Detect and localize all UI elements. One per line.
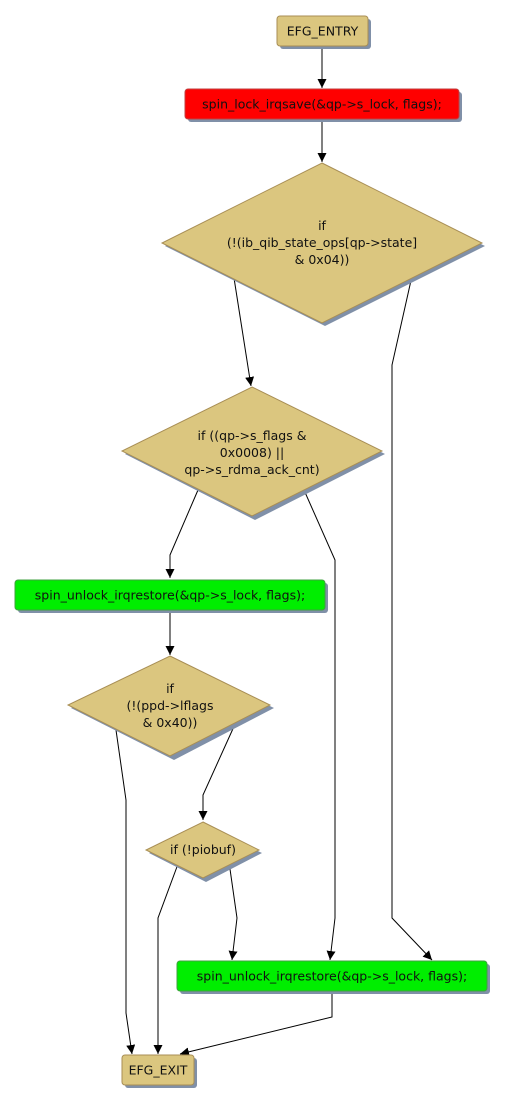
unlock-node-1: spin_unlock_irqrestore(&qp->s_lock, flag… (14, 579, 328, 613)
edge-cond4-to-exit (153, 863, 179, 1054)
cond3-line3: & 0x40)) (143, 715, 198, 730)
entry-label: EFG_ENTRY (287, 24, 359, 39)
cond1-line1: if (318, 218, 326, 233)
cond3-line2: (!(ppd->lflags (126, 698, 213, 713)
lock-node: spin_lock_irqsave(&qp->s_lock, flags); (184, 88, 462, 122)
edge-cond3-to-cond4 (198, 721, 237, 820)
edge-cond4-to-unlock2 (228, 861, 238, 961)
cond2-line2: 0x0008) || (220, 445, 284, 460)
edge-cond1-to-unlock2 (391, 275, 433, 961)
cond1-line2: (!(ib_qib_state_ops[qp->state] (227, 235, 417, 250)
cond3-line1: if (166, 681, 174, 696)
edge-cond3-to-exit (115, 729, 136, 1055)
exit-label: EFG_EXIT (129, 1063, 188, 1078)
condition-node-state-ops: if (!(ib_qib_state_ops[qp->state] & 0x04… (160, 162, 485, 326)
condition-node-s-flags: if ((qp->s_flags & 0x0008) || qp->s_rdma… (120, 386, 385, 520)
cond2-line1: if ((qp->s_flags & (198, 428, 307, 443)
cond1-line3: & 0x04)) (295, 252, 350, 267)
cond4-label: if (!piobuf) (170, 842, 236, 857)
edge-cond2-to-unlock2 (303, 489, 336, 961)
edge-cond2-to-unlock1 (165, 489, 199, 578)
edge-cond1-to-cond2 (233, 277, 255, 387)
unlock-node-2: spin_unlock_irqrestore(&qp->s_lock, flag… (176, 960, 490, 994)
edges (115, 46, 433, 1057)
exit-node: EFG_EXIT (121, 1054, 197, 1088)
unlock2-label: spin_unlock_irqrestore(&qp->s_lock, flag… (197, 969, 467, 984)
condition-node-lflags: if (!(ppd->lflags & 0x40)) (66, 655, 274, 760)
edge-unlock2-to-exit (179, 992, 333, 1057)
cond2-line3: qp->s_rdma_ack_cnt) (184, 462, 319, 477)
lock-label: spin_lock_irqsave(&qp->s_lock, flags); (202, 97, 442, 112)
unlock1-label: spin_unlock_irqrestore(&qp->s_lock, flag… (35, 588, 305, 603)
entry-node: EFG_ENTRY (276, 15, 371, 49)
condition-node-piobuf: if (!piobuf) (144, 821, 262, 882)
